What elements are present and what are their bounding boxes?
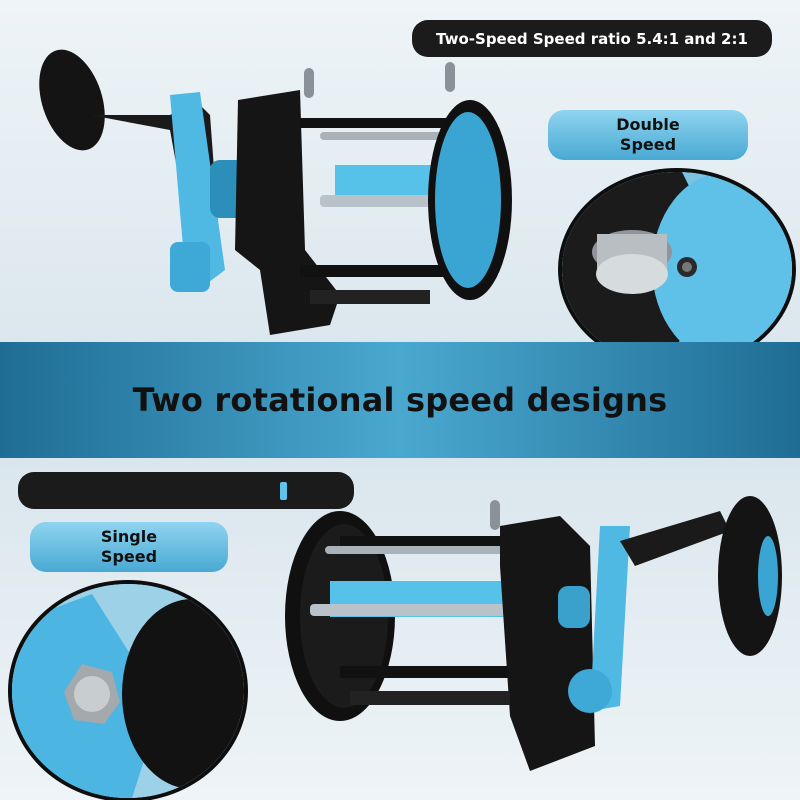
double-speed-line1: Double xyxy=(616,115,680,134)
fishing-reel-bottom-image xyxy=(270,486,790,800)
bottom-dark-label xyxy=(18,472,354,509)
accent-bar xyxy=(280,481,287,500)
section-banner: Two rotational speed designs xyxy=(0,342,800,458)
banner-title: Two rotational speed designs xyxy=(132,381,668,419)
double-speed-label: Double Speed xyxy=(548,110,748,160)
double-speed-knob-detail xyxy=(558,168,796,370)
speed-ratio-label: Two-Speed Speed ratio 5.4:1 and 2:1 xyxy=(412,20,772,57)
fishing-reel-top-image xyxy=(20,20,520,340)
double-speed-line2: Speed xyxy=(619,135,677,154)
single-speed-line1: Single xyxy=(100,527,158,546)
single-speed-knob-detail xyxy=(8,580,248,800)
speed-ratio-text: Two-Speed Speed ratio 5.4:1 and 2:1 xyxy=(436,29,748,48)
single-speed-label: Single Speed xyxy=(30,522,228,572)
single-speed-line2: Speed xyxy=(100,547,158,566)
